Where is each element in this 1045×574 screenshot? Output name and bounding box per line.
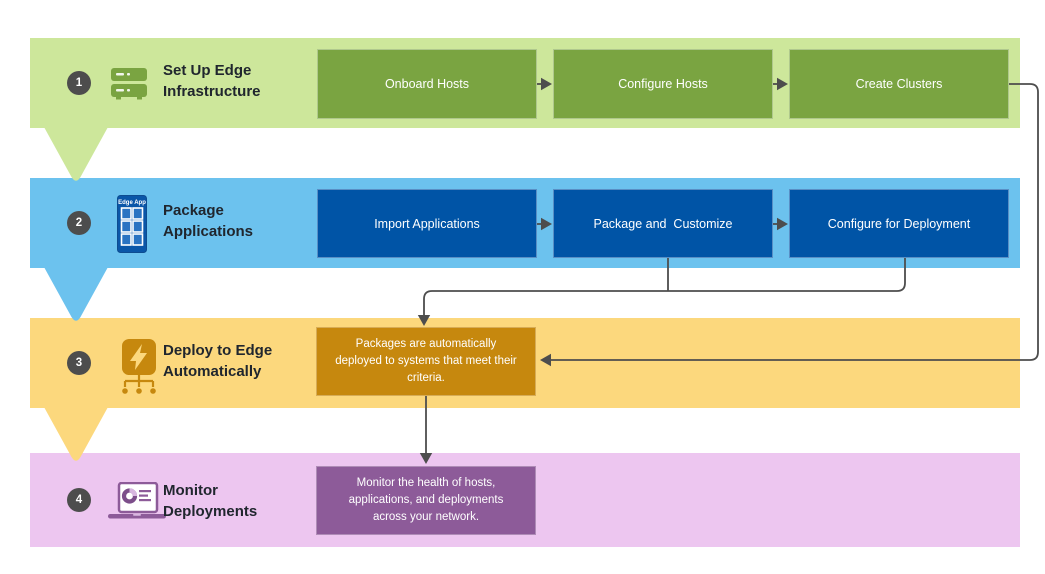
flow-box-label: Onboard Hosts — [384, 77, 470, 91]
flow-box-configure-hosts: Configure Hosts — [553, 49, 773, 119]
step-title-package-applications: Package Applications — [163, 200, 323, 242]
step-title-line: Automatically — [163, 363, 262, 380]
flow-box-package-and-customize: Package and Customize — [553, 189, 773, 258]
flow-box-label: Create Clusters — [855, 77, 943, 91]
edge-app-icon: Edge App — [117, 195, 147, 253]
flow-box-import-applications: Import Applications — [317, 189, 537, 258]
edge-app-icon-label: Edge App — [118, 200, 146, 206]
step-title-line: Infrastructure — [163, 83, 261, 100]
chevron-down-pointer-3 — [44, 407, 108, 461]
flow-box-label: Import Applications — [374, 216, 480, 231]
laptop-chart-icon — [108, 482, 166, 519]
step-title-monitor-deployments: Monitor Deployments — [163, 480, 323, 522]
step-number-badge-4: 4 — [67, 488, 91, 512]
server-icon — [111, 68, 147, 100]
step-title-line: Monitor — [163, 482, 218, 499]
step-title-line: Package — [163, 202, 224, 219]
flow-box-label: Package and Customize — [593, 216, 733, 231]
chevron-down-pointer-1 — [44, 127, 108, 181]
step-title-line: Applications — [163, 223, 254, 240]
note-box-auto-deploy: Packages are automatically deployed to s… — [316, 327, 536, 396]
flow-box-create-clusters: Create Clusters — [789, 49, 1009, 119]
lightning-network-icon — [122, 339, 156, 394]
flow-box-onboard-hosts: Onboard Hosts — [317, 49, 537, 119]
flow-box-label: Configure for Deployment — [827, 216, 971, 231]
note-text: Packages are automatically deployed to s… — [335, 337, 517, 385]
step-title-line: Deployments — [163, 503, 258, 520]
flow-box-configure-for-deployment: Configure for Deployment — [789, 189, 1009, 258]
step-number-badge-1: 1 — [67, 71, 91, 95]
chevron-down-pointer-2 — [44, 267, 108, 321]
step-number-badge-2: 2 — [67, 211, 91, 235]
note-text: Monitor the health of hosts, application… — [348, 476, 504, 524]
step-title-setup-edge-infrastructure: Set Up Edge Infrastructure — [163, 60, 323, 102]
step-title-deploy-to-edge: Deploy to Edge Automatically — [163, 340, 323, 382]
flow-box-label: Configure Hosts — [618, 77, 708, 91]
note-box-monitor-health: Monitor the health of hosts, application… — [316, 466, 536, 535]
step-number-badge-3: 3 — [67, 351, 91, 375]
step-title-line: Set Up Edge — [163, 62, 252, 79]
step-title-line: Deploy to Edge — [163, 342, 273, 359]
